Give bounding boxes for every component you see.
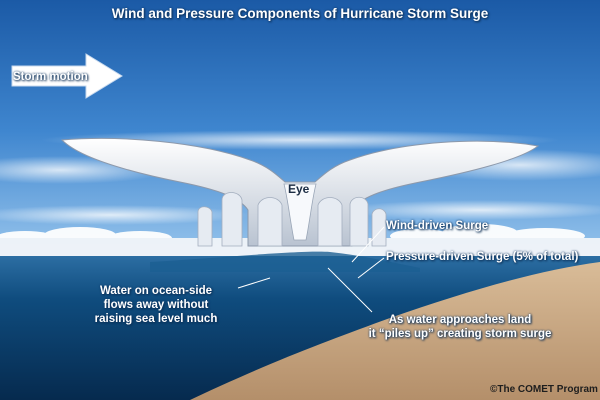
hurricane-cloud: [60, 137, 540, 247]
low-clouds: [0, 224, 600, 256]
land-pileup-label: As water approaches land it “piles up” c…: [355, 313, 565, 341]
ocean-side-line-1: Water on ocean-side: [99, 285, 213, 297]
wind-driven-surge-label: Wind-driven Surge: [386, 220, 489, 232]
land-line-2: it “piles up” creating storm surge: [368, 328, 552, 340]
land: [190, 262, 600, 400]
pointer-lines: [237, 226, 385, 313]
land-line-1: As water approaches land: [388, 314, 532, 326]
pressure-driven-surge-label: Pressure-driven Surge (5% of total): [386, 251, 579, 263]
ocean-side-line-3: raising sea level much: [94, 313, 218, 325]
eye-label: Eye: [288, 182, 310, 196]
credit: ©The COMET Program: [490, 384, 598, 395]
storm-motion-label: Storm motion: [13, 71, 88, 83]
page-title: Wind and Pressure Components of Hurrican…: [111, 6, 489, 21]
ocean-side-line-2: flows away without: [103, 299, 209, 311]
surge-mound: [150, 251, 420, 272]
ocean-side-label: Water on ocean-side flows away without r…: [70, 284, 242, 326]
storm-motion-arrow: [11, 53, 123, 99]
